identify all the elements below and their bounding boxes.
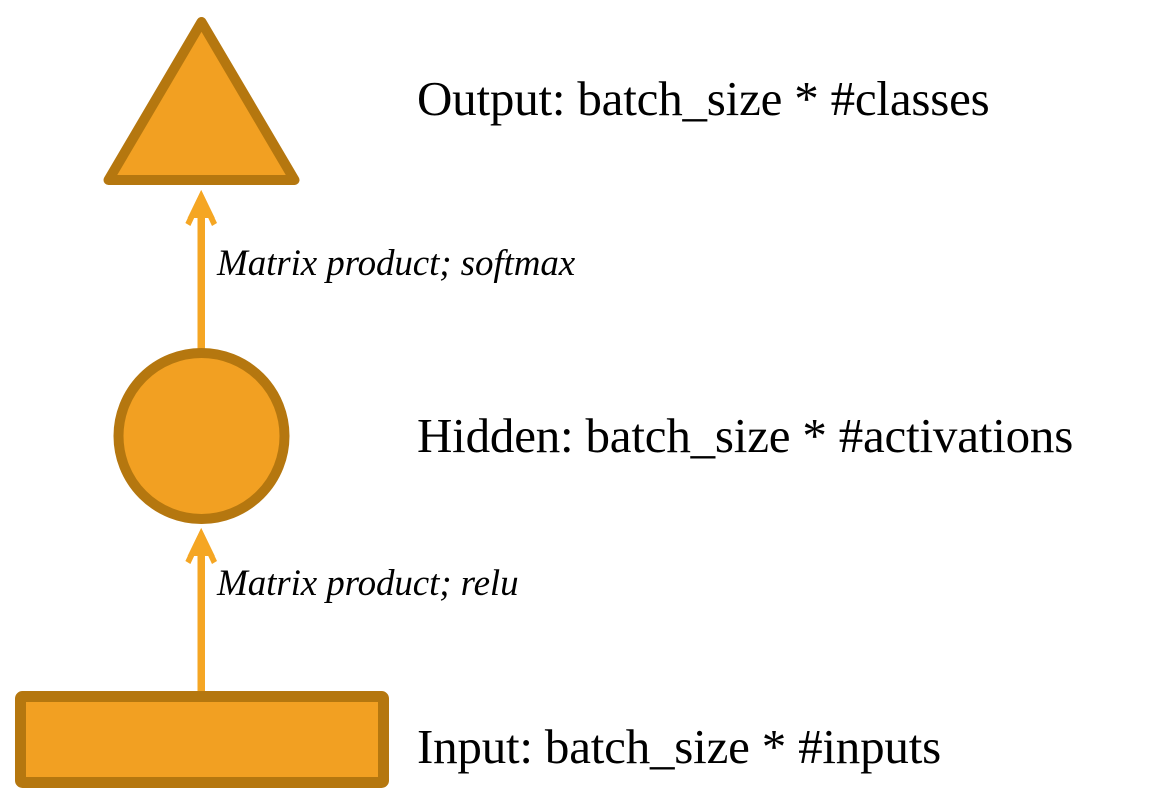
node-hidden-circle[interactable] (113, 348, 290, 524)
node-label-output: Output: batch_size * #classes (417, 71, 990, 126)
node-label-hidden: Hidden: batch_size * #activations (417, 408, 1074, 463)
arrow-input-to-hidden (185, 528, 217, 692)
node-input-rectangle[interactable] (15, 691, 389, 788)
node-label-input: Input: batch_size * #inputs (417, 719, 941, 774)
node-output-triangle[interactable] (103, 17, 300, 185)
edge-label-hidden-to-output: Matrix product; softmax (217, 243, 576, 284)
edge-label-input-to-hidden: Matrix product; relu (217, 563, 519, 604)
